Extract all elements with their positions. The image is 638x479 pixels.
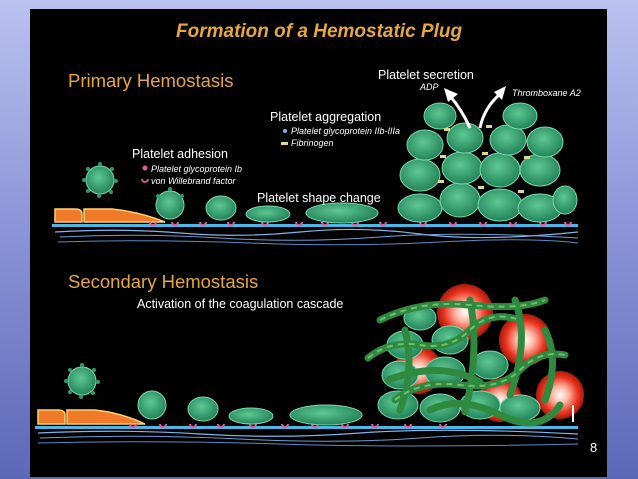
arrow-head-thromboxane bbox=[494, 86, 506, 100]
arrow-head-adp bbox=[444, 88, 458, 102]
platelet-spikes bbox=[82, 162, 184, 198]
platelet-aggregate bbox=[397, 102, 578, 223]
gpib-legend-text: Platelet glycoprotein Ib bbox=[151, 164, 243, 174]
endothelium-cell-1 bbox=[54, 208, 83, 223]
platelet-resting bbox=[85, 165, 115, 195]
secondary-vessel-wall bbox=[35, 409, 579, 447]
platelet-adhesion-label: Platelet adhesion bbox=[132, 147, 228, 161]
slide-title: Formation of a Hemostatic Plug bbox=[176, 21, 463, 42]
thromboxane-label: Thromboxane A2 bbox=[512, 88, 581, 98]
platelet-spread bbox=[305, 202, 379, 224]
gpiib-marker bbox=[283, 129, 287, 133]
endothelium-cell-3 bbox=[37, 409, 66, 425]
platelet-secretion-label: Platelet secretion bbox=[378, 68, 474, 82]
vwf-legend-text: von Willebrand factor bbox=[151, 176, 236, 186]
secondary-hemostasis-heading: Secondary Hemostasis bbox=[68, 271, 259, 292]
clot-platelets bbox=[377, 305, 541, 423]
gpib-marker bbox=[142, 165, 148, 171]
platelet-aggregation-label: Platelet aggregation bbox=[270, 110, 382, 124]
fibrinogen-marker bbox=[281, 142, 288, 145]
vwf-legend-marker bbox=[141, 178, 149, 183]
fibrin-highlights bbox=[367, 299, 566, 401]
primary-hemostasis-heading: Primary Hemostasis bbox=[68, 70, 234, 91]
slide-number: 8 bbox=[590, 440, 598, 455]
fibrinogen-bridges bbox=[438, 125, 530, 193]
secondary-platelet-spikes bbox=[64, 363, 100, 399]
gpiib-legend-text: Platelet glycoprotein IIb-IIIa bbox=[291, 126, 401, 136]
primary-vessel-wall bbox=[52, 208, 579, 246]
primary-platelets bbox=[85, 165, 379, 224]
vwf-markers-primary bbox=[149, 221, 572, 226]
endothelium-cell-2 bbox=[83, 208, 166, 223]
fibrinogen-legend-text: Fibrinogen bbox=[291, 138, 334, 148]
secondary-platelets bbox=[67, 366, 363, 426]
adp-label: ADP bbox=[420, 82, 439, 92]
platelet-spreading bbox=[245, 205, 291, 223]
platelet-shape-change-label: Platelet shape change bbox=[257, 191, 381, 205]
platelet-adhered bbox=[205, 195, 237, 221]
coagulation-caption: Activation of the coagulation cascade bbox=[137, 297, 344, 311]
platelet-adhering bbox=[155, 190, 185, 220]
endothelium-cell-4 bbox=[66, 409, 146, 425]
secretion-arrows bbox=[448, 92, 501, 129]
